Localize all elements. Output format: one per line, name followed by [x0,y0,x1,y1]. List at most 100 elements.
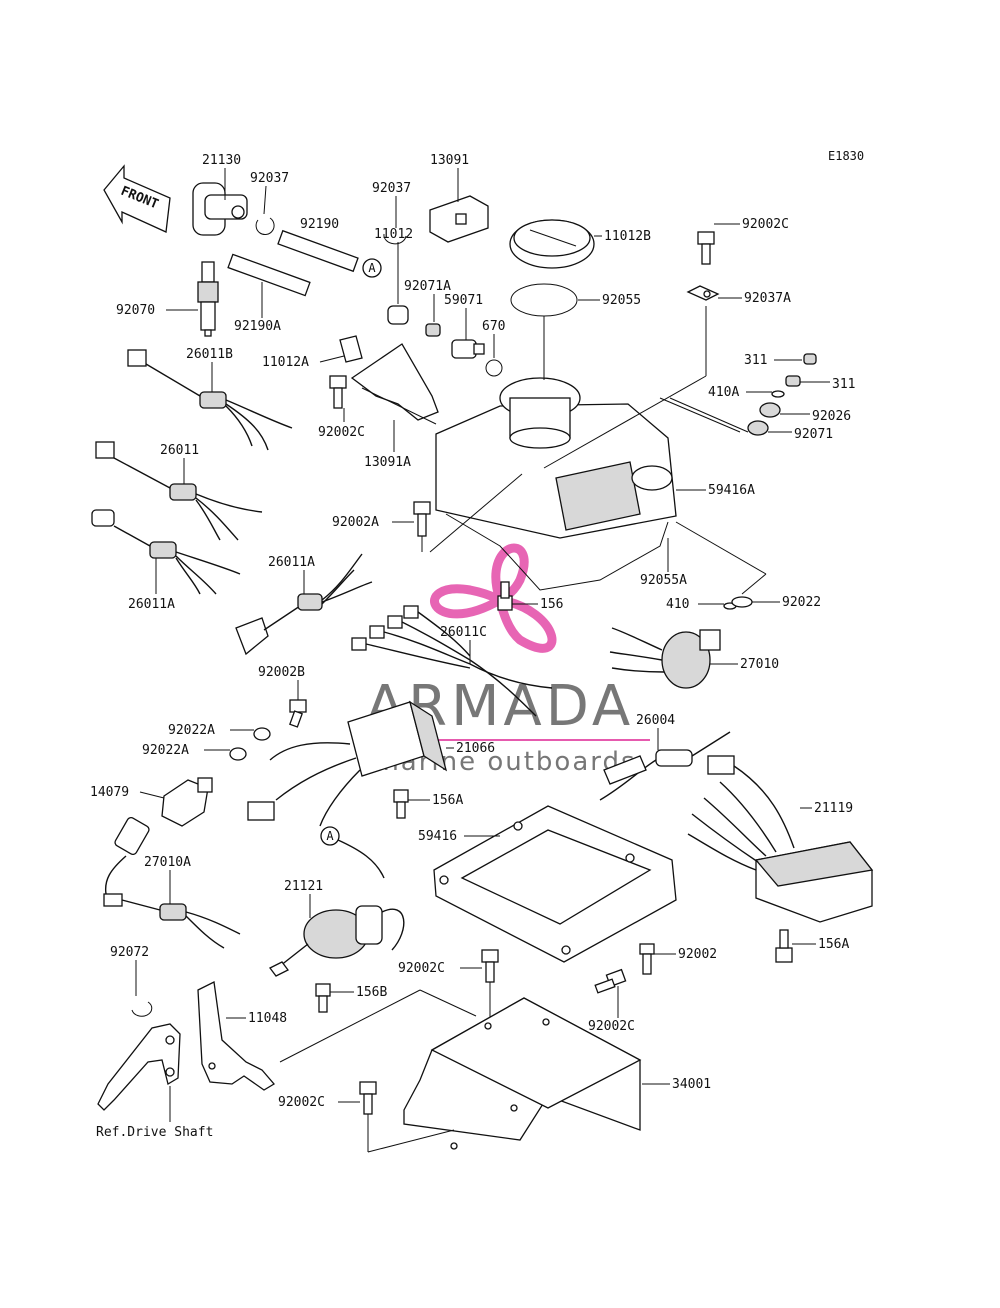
label-92002C-mid: 92002C [318,425,365,440]
part-92190A-hose [227,253,311,297]
label-92002C-top: 92002C [742,217,789,232]
part-156A-screw-b [775,929,793,963]
part-27010-relay [609,627,721,689]
label-670: 670 [482,319,505,334]
part-21121-ignition-coil [269,905,405,977]
part-59416-box-base [433,805,677,963]
part-92002A-bolt [413,501,431,537]
part-92022-washer [731,596,753,608]
part-670-oring [485,359,503,377]
part-156-screw [497,581,513,611]
part-92002C-bolt-bottom [359,1081,377,1115]
part-26004-lead [599,731,731,801]
label-92002C-bottom: 92002C [278,1095,325,1110]
part-11012A-grommet [339,335,363,363]
label-92070: 92070 [116,303,155,318]
part-92055-oring [510,283,578,317]
part-11012B-cap [509,219,595,269]
label-156A-a: 156A [432,793,463,808]
part-27010A-sender [103,816,241,949]
label-59416A: 59416A [708,483,755,498]
label-21121: 21121 [284,879,323,894]
svg-text:A: A [368,261,376,275]
label-59416: 59416 [418,829,457,844]
part-92002-bolt [639,943,655,975]
part-92002C-bolt-top [697,231,715,265]
label-11012B: 11012B [604,229,651,244]
label-21119: 21119 [814,801,853,816]
label-21130: 21130 [202,153,241,168]
part-14079-connector [161,777,213,827]
part-21130-ignition-cap [192,182,248,236]
part-156A-screw-a [393,789,409,819]
label-92190A: 92190A [234,319,281,334]
connector-marker-a-lower: A [320,826,385,879]
label-13091A: 13091A [364,455,411,470]
part-92037-clip-b [383,233,407,245]
label-92002C-right: 92002C [588,1019,635,1034]
label-26004: 26004 [636,713,675,728]
label-11012A: 11012A [262,355,309,370]
label-92002A: 92002A [332,515,379,530]
label-92071: 92071 [794,427,833,442]
label-156A-b: 156A [818,937,849,952]
label-92055A: 92055A [640,573,687,588]
part-34001-base-plate [403,997,642,1150]
label-92037A: 92037A [744,291,791,306]
part-13091A-bracket [350,343,439,421]
part-13091-bracket [429,195,489,243]
part-59416A-box-cover [435,377,677,539]
connector-marker-a-top: A [362,258,382,278]
label-34001: 34001 [672,1077,711,1092]
part-92026-grommet [759,402,781,418]
part-311-cap-a [803,353,817,365]
label-92071A: 92071A [404,279,451,294]
label-26011B: 26011B [186,347,233,362]
part-92190-hose [277,229,359,273]
label-26011A-top: 26011A [268,555,315,570]
part-92072-clip [131,1001,153,1017]
label-92022A-a: 92022A [168,723,215,738]
part-92002C-bolt-low [481,949,499,983]
part-11048-bracket [197,981,275,1091]
label-ref-drive-shaft: Ref.Drive Shaft [96,1125,213,1140]
assembly-lines [279,306,767,1063]
part-92002C-bolt-mid [329,375,347,409]
part-21066-rectifier [247,700,448,827]
part-92070-spark-plug [197,261,219,337]
label-92037-a: 92037 [250,171,289,186]
part-410A-washer [771,390,785,398]
part-92055A-seal [445,513,669,591]
part-92071A-nut [425,323,441,337]
label-92055: 92055 [602,293,641,308]
part-26011-harness [95,441,263,541]
label-156B: 156B [356,985,387,1000]
label-59071: 59071 [444,293,483,308]
part-92037A-clamp [686,285,720,301]
label-311-b: 311 [832,377,855,392]
label-21066: 21066 [456,741,495,756]
label-26011: 26011 [160,443,199,458]
label-156: 156 [540,597,563,612]
front-arrow: FRONT [103,164,171,233]
label-14079: 14079 [90,785,129,800]
label-311-a: 311 [744,353,767,368]
part-59071-fitting [451,339,485,359]
label-92037-b: 92037 [372,181,411,196]
label-92026: 92026 [812,409,851,424]
part-92071-nut [747,420,769,436]
label-410: 410 [666,597,689,612]
part-drive-shaft-bracket [97,1023,181,1111]
svg-text:A: A [326,829,334,843]
label-11012: 11012 [374,227,413,242]
part-92002B-bolt [289,699,307,728]
label-92002C-low: 92002C [398,961,445,976]
label-92190: 92190 [300,217,339,232]
part-92002C-bolt-right [594,968,627,994]
label-26011A-bottom: 26011A [128,597,175,612]
label-92072: 92072 [110,945,149,960]
label-92022: 92022 [782,595,821,610]
part-21119-cdi-unit [687,755,874,923]
label-26011C: 26011C [440,625,487,640]
label-27010A: 27010A [144,855,191,870]
